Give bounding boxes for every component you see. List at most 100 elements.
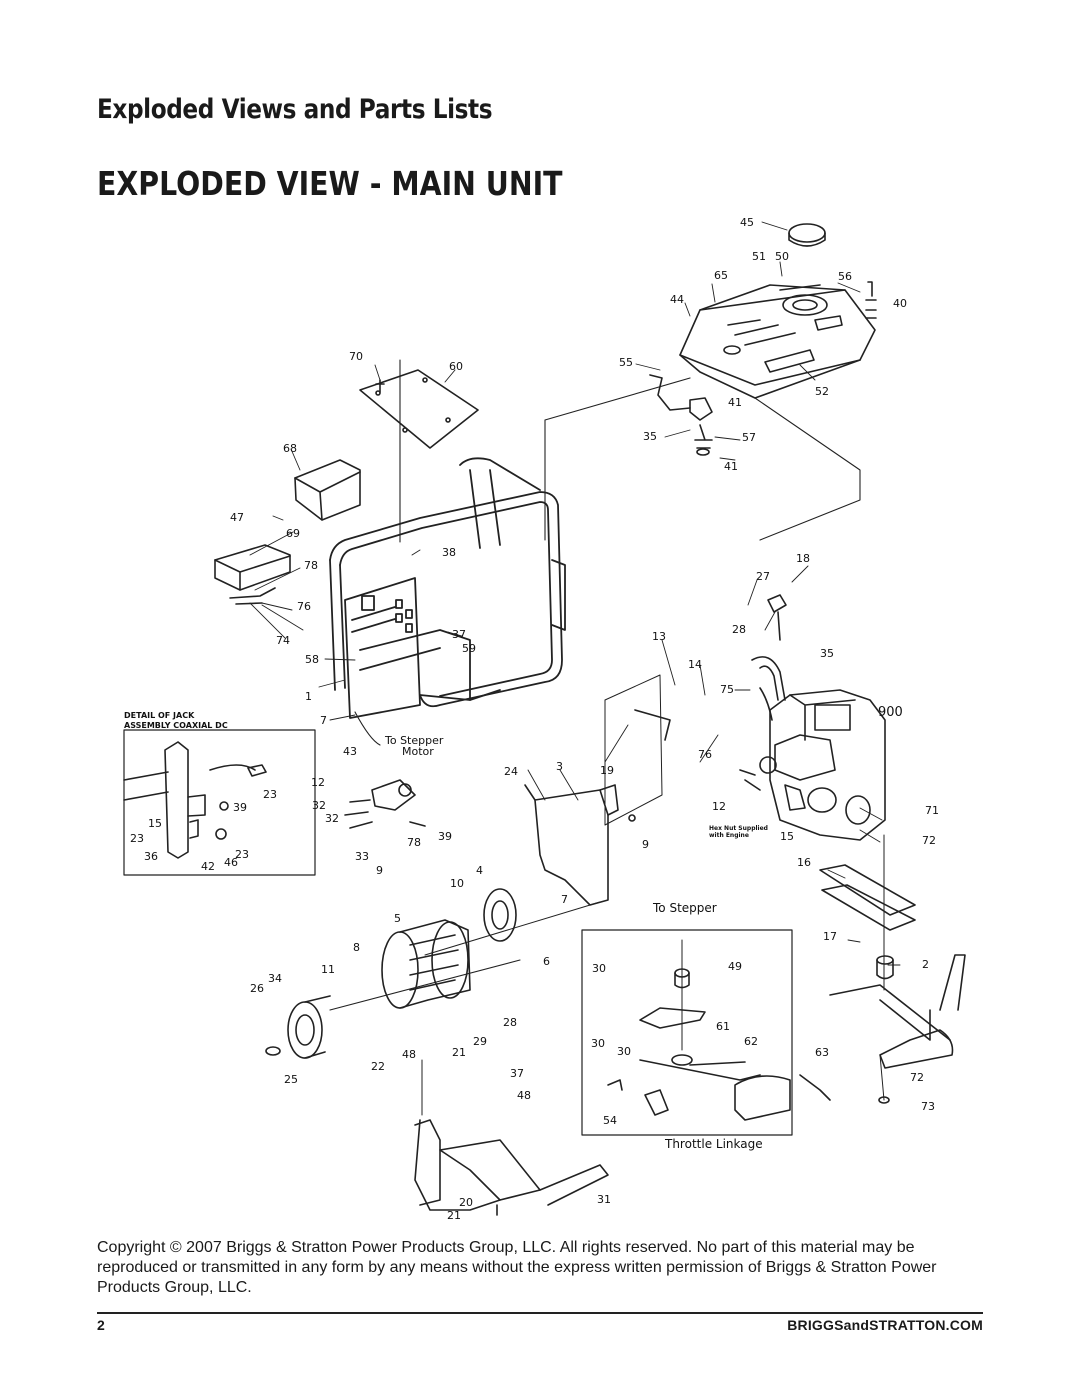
- svg-text:75: 75: [720, 683, 734, 696]
- fuel-valve: [649, 374, 713, 456]
- svg-text:49: 49: [728, 960, 742, 973]
- svg-text:59: 59: [462, 642, 476, 655]
- section-heading: Exploded Views and Parts Lists: [97, 94, 493, 125]
- svg-text:15: 15: [148, 817, 162, 830]
- to-stepper-line2: Motor: [402, 745, 434, 758]
- svg-text:43: 43: [343, 745, 357, 758]
- annotation-throttle-linkage: Throttle Linkage: [664, 1137, 763, 1151]
- outlet-box: [214, 544, 291, 605]
- rear-bearing-carrier: [483, 888, 517, 942]
- svg-text:45: 45: [740, 216, 754, 229]
- svg-text:900: 900: [878, 705, 903, 720]
- svg-text:48: 48: [402, 1048, 416, 1061]
- engine: [759, 689, 886, 841]
- breather-hose: [751, 656, 786, 721]
- svg-text:7: 7: [561, 893, 568, 906]
- svg-text:37: 37: [452, 628, 466, 641]
- svg-text:25: 25: [284, 1073, 298, 1086]
- svg-text:39: 39: [233, 801, 247, 814]
- svg-text:23: 23: [263, 788, 277, 801]
- svg-text:51: 51: [752, 250, 766, 263]
- main-frame: [329, 359, 566, 719]
- page-number: 2: [97, 1317, 105, 1333]
- lower-frame: [414, 1059, 609, 1216]
- stepper-motor: [344, 779, 426, 829]
- svg-text:30: 30: [617, 1045, 631, 1058]
- svg-text:30: 30: [592, 962, 606, 975]
- svg-text:2: 2: [922, 958, 929, 971]
- throttle-switch: [767, 594, 787, 641]
- svg-text:61: 61: [716, 1020, 730, 1033]
- svg-text:78: 78: [304, 559, 318, 572]
- panel-cover: [359, 369, 479, 449]
- end-bell: [265, 995, 331, 1059]
- svg-text:11: 11: [321, 963, 335, 976]
- svg-text:34: 34: [268, 972, 282, 985]
- svg-text:10: 10: [450, 877, 464, 890]
- annotation-jack-detail: DETAIL OF JACK ASSEMBLY COAXIAL DC: [124, 711, 228, 730]
- svg-text:73: 73: [921, 1100, 935, 1113]
- svg-text:74: 74: [276, 634, 290, 647]
- svg-text:72: 72: [922, 834, 936, 847]
- svg-text:62: 62: [744, 1035, 758, 1048]
- svg-text:31: 31: [597, 1193, 611, 1206]
- svg-text:14: 14: [688, 658, 702, 671]
- svg-text:3: 3: [556, 760, 563, 773]
- svg-text:39: 39: [438, 830, 452, 843]
- svg-text:33: 33: [355, 850, 369, 863]
- svg-text:63: 63: [815, 1046, 829, 1059]
- website-link[interactable]: BRIGGSandSTRATTON.COM: [787, 1317, 983, 1333]
- svg-text:16: 16: [797, 856, 811, 869]
- annotation-to-stepper: To Stepper: [652, 901, 717, 915]
- svg-text:23: 23: [235, 848, 249, 861]
- svg-text:41: 41: [728, 396, 742, 409]
- svg-text:42: 42: [201, 860, 215, 873]
- svg-text:13: 13: [652, 630, 666, 643]
- annotation-to-stepper-motor: To Stepper Motor: [384, 734, 444, 758]
- svg-text:22: 22: [371, 1060, 385, 1073]
- jack-detail-line2: ASSEMBLY COAXIAL DC: [124, 721, 228, 730]
- svg-text:6: 6: [543, 955, 550, 968]
- svg-text:18: 18: [796, 552, 810, 565]
- rubber-mount: [876, 955, 894, 980]
- svg-text:20: 20: [459, 1196, 473, 1209]
- fuel-tank: [679, 284, 876, 399]
- jack-detail-line1: DETAIL OF JACK: [124, 711, 195, 720]
- svg-text:28: 28: [732, 623, 746, 636]
- svg-text:35: 35: [643, 430, 657, 443]
- svg-text:23: 23: [130, 832, 144, 845]
- svg-text:1: 1: [305, 690, 312, 703]
- svg-text:54: 54: [603, 1114, 617, 1127]
- engine-rails: [819, 834, 966, 1041]
- svg-text:71: 71: [925, 804, 939, 817]
- control-box: [294, 459, 361, 521]
- svg-text:41: 41: [724, 460, 738, 473]
- svg-text:32: 32: [325, 812, 339, 825]
- svg-text:52: 52: [815, 385, 829, 398]
- svg-text:29: 29: [473, 1035, 487, 1048]
- svg-text:26: 26: [250, 982, 264, 995]
- gas-cap: [788, 223, 826, 247]
- hex-nut-line1: Hex Nut Supplied: [709, 825, 768, 832]
- svg-text:58: 58: [305, 653, 319, 666]
- svg-text:76: 76: [297, 600, 311, 613]
- svg-text:4: 4: [476, 864, 483, 877]
- svg-text:8: 8: [353, 941, 360, 954]
- svg-text:76: 76: [698, 748, 712, 761]
- wheel-leg-right: [878, 1029, 954, 1104]
- svg-text:21: 21: [452, 1046, 466, 1059]
- svg-text:7: 7: [320, 714, 327, 727]
- svg-text:17: 17: [823, 930, 837, 943]
- back-panel: [524, 784, 619, 906]
- svg-text:9: 9: [642, 838, 649, 851]
- svg-text:28: 28: [503, 1016, 517, 1029]
- svg-text:55: 55: [619, 356, 633, 369]
- svg-text:47: 47: [230, 511, 244, 524]
- svg-text:30: 30: [591, 1037, 605, 1050]
- svg-text:37: 37: [510, 1067, 524, 1080]
- svg-text:46: 46: [224, 856, 238, 869]
- svg-text:35: 35: [820, 647, 834, 660]
- svg-text:44: 44: [670, 293, 684, 306]
- svg-text:72: 72: [910, 1071, 924, 1084]
